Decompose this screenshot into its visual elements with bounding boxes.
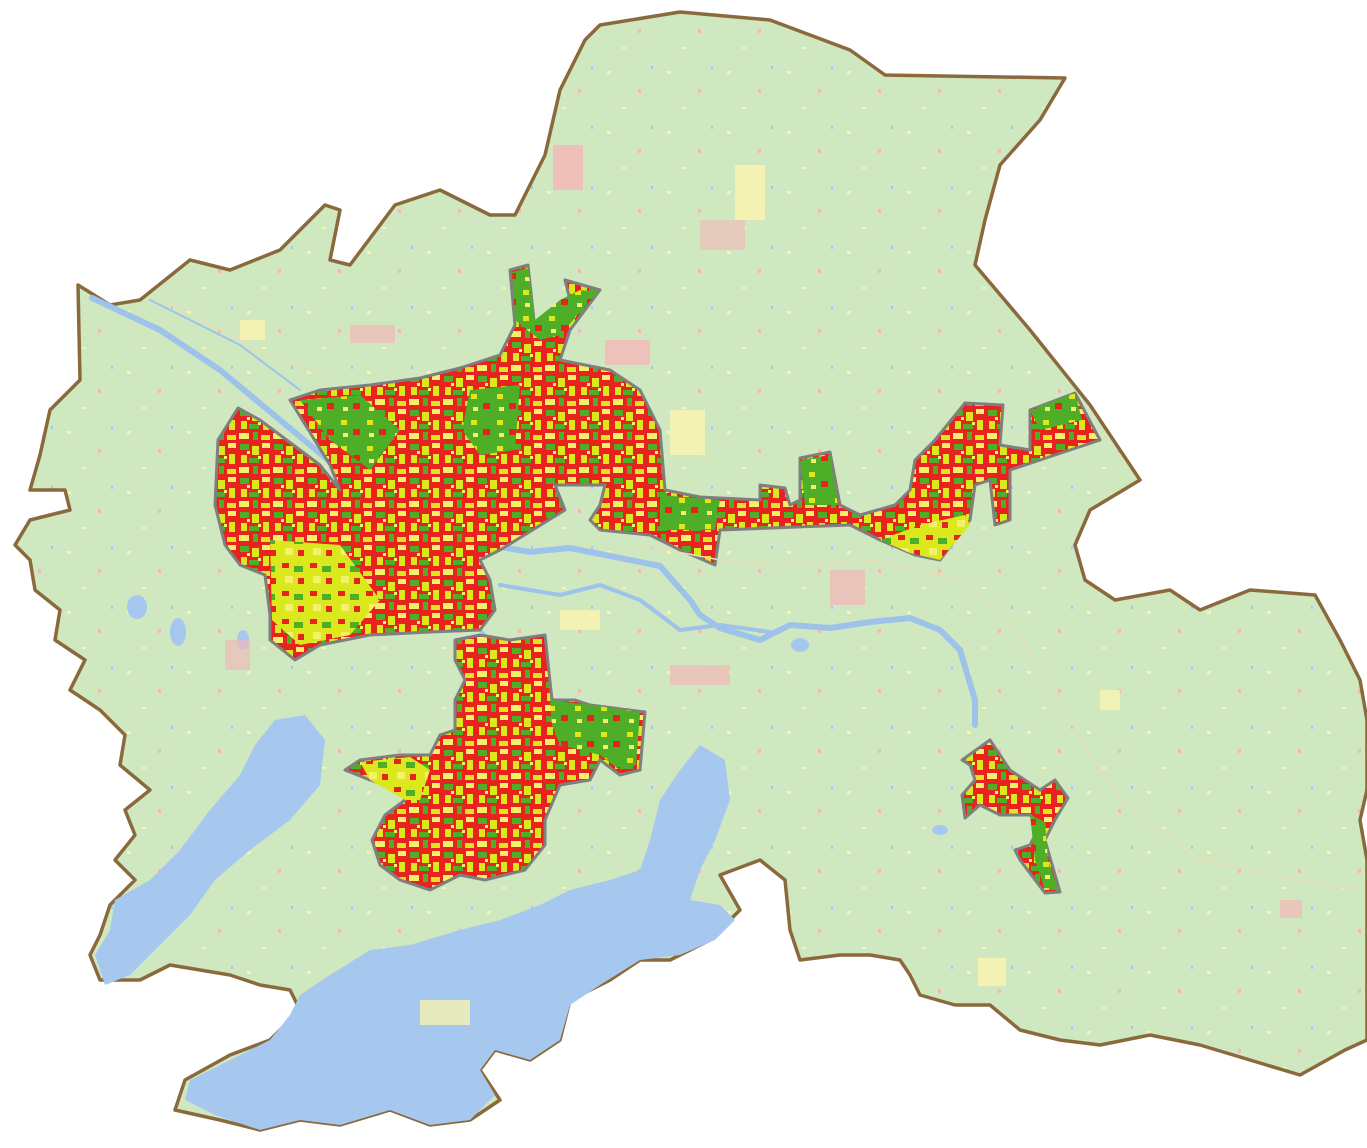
settlement-lake-shore xyxy=(420,1000,470,1025)
settlement-center-north xyxy=(605,340,650,365)
residential-southwest xyxy=(270,540,380,645)
settlement-east-2 xyxy=(1100,690,1120,710)
settlement-ne xyxy=(670,410,705,455)
rail-line-2 xyxy=(159,299,331,381)
settlement-north-east-2 xyxy=(700,220,745,250)
park-east-strip xyxy=(660,495,720,530)
urban-zone-south xyxy=(343,633,647,892)
settlement-river-2 xyxy=(670,665,730,685)
settlement-far-east xyxy=(1280,900,1302,918)
east-village-green xyxy=(1030,815,1058,890)
pond-1 xyxy=(127,595,147,619)
urban-parks xyxy=(300,268,1082,530)
settlement-river-3 xyxy=(560,610,600,630)
park-center xyxy=(462,385,520,455)
settlement-north xyxy=(553,145,583,190)
rural-settlements xyxy=(225,145,1302,1025)
settlement-west xyxy=(225,640,250,670)
canal xyxy=(149,299,301,391)
urban-residential xyxy=(270,515,970,645)
park-far-east xyxy=(1030,393,1082,430)
south-green-belt xyxy=(550,700,640,770)
settlement-north-east xyxy=(735,165,765,220)
lake-south xyxy=(185,745,735,1130)
park-west xyxy=(300,395,400,470)
rail-line-1 xyxy=(639,544,1361,891)
settlement-nw-2 xyxy=(240,320,265,340)
settlement-south-east xyxy=(978,958,1006,986)
lake-west xyxy=(95,715,325,985)
pond-4 xyxy=(791,638,809,652)
river-branch xyxy=(498,583,772,634)
settlement-river-1 xyxy=(830,570,865,605)
district-boundary xyxy=(13,10,1367,1132)
pond-7 xyxy=(932,825,948,835)
settlement-northwest xyxy=(350,325,395,343)
park-mid-east xyxy=(800,455,838,505)
residential-east-arc xyxy=(880,515,970,560)
south-yellow xyxy=(360,757,430,800)
park-north xyxy=(512,268,598,340)
railways xyxy=(159,299,1361,891)
pond-2 xyxy=(170,618,186,646)
